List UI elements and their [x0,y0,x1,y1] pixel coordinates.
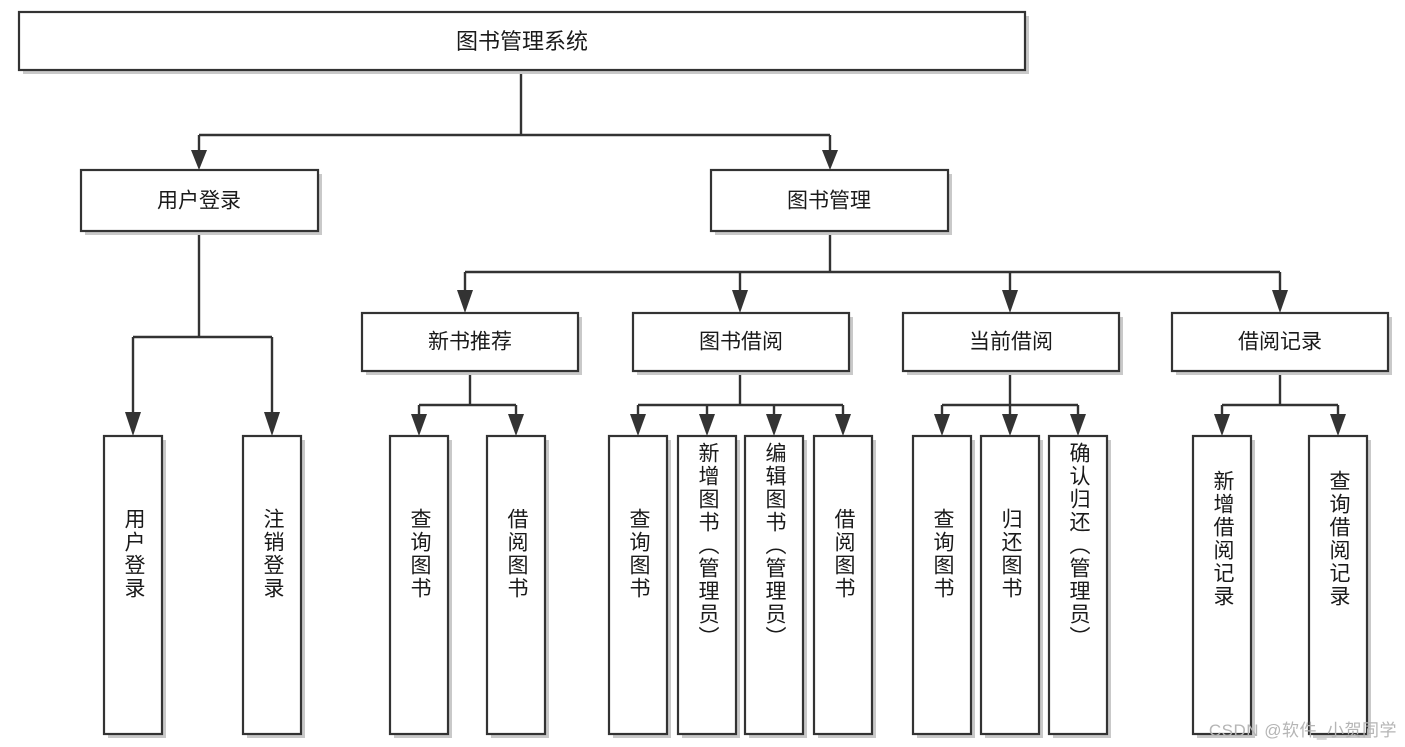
arrow-leaf-add-book [699,414,715,436]
leaf-confirm-return-box[interactable] [1047,434,1109,736]
leaf-query-record-box[interactable] [1307,434,1369,736]
arrow-leaf-query-book-3 [934,414,950,436]
node-book-manage[interactable]: 图书管理 [709,168,952,235]
connector-group [125,72,1346,436]
book-manage-label: 图书管理 [787,190,871,213]
arrow-leaf-query-book-1 [411,414,427,436]
node-user-login[interactable]: 用户登录 [79,168,322,235]
leaf-node-group [102,434,1371,738]
leaf-query-book-3-box[interactable] [911,434,973,736]
user-login-box[interactable] [79,168,320,233]
current-borrow-box[interactable] [901,311,1121,373]
book-borrow-box[interactable] [631,311,851,373]
book-borrow-label: 图书借阅 [699,331,783,354]
arrow-leaf-return-book [1002,414,1018,436]
new-book-box[interactable] [360,311,580,373]
arrow-leaf-edit-book [766,414,782,436]
node-borrow-record[interactable]: 借阅记录 [1170,311,1392,375]
arrow-leaf-user-login [125,412,141,436]
leaf-borrow-book-2-box[interactable] [812,434,874,736]
arrow-leaf-borrow-book-2 [835,414,851,436]
root-box[interactable] [17,10,1027,72]
node-new-book-recommend[interactable]: 新书推荐 [360,311,582,375]
book-manage-box[interactable] [709,168,950,233]
arrow-leaf-borrow-book-1 [508,414,524,436]
arrow-leaf-query-book-2 [630,414,646,436]
node-book-borrow[interactable]: 图书借阅 [631,311,853,375]
arrow-new-book-recommend [457,290,473,313]
borrow-record-box[interactable] [1170,311,1390,373]
leaf-user-login-box[interactable] [102,434,164,736]
user-login-label: 用户登录 [157,190,241,213]
leaf-borrow-book-1-box[interactable] [485,434,547,736]
leaf-add-record-box[interactable] [1191,434,1253,736]
node-current-borrow[interactable]: 当前借阅 [901,311,1123,375]
arrow-leaf-confirm-return [1070,414,1086,436]
arrow-borrow-record [1272,290,1288,313]
arrow-user-login [191,150,207,170]
leaf-return-book-box[interactable] [979,434,1041,736]
leaf-add-book-box[interactable] [676,434,738,736]
current-borrow-label: 当前借阅 [969,331,1053,354]
arrow-book-manage [822,150,838,170]
csdn-watermark: CSDN @软件_小贺同学 [1208,721,1397,740]
arrow-leaf-query-record [1330,414,1346,436]
new-book-recommend-label: 新书推荐 [428,331,512,354]
arrow-book-borrow [732,290,748,313]
root-label: 图书管理系统 [456,29,588,54]
node-root[interactable]: 图书管理系统 [17,10,1029,74]
arrow-leaf-add-record [1214,414,1230,436]
borrow-record-label: 借阅记录 [1238,331,1322,354]
leaf-logout-login-box[interactable] [241,434,303,736]
arrow-current-borrow [1002,290,1018,313]
leaf-query-book-1-box[interactable] [388,434,450,736]
leaf-query-book-2-box[interactable] [607,434,669,736]
arrow-leaf-logout-login [264,412,280,436]
leaf-edit-book-box[interactable] [743,434,805,736]
